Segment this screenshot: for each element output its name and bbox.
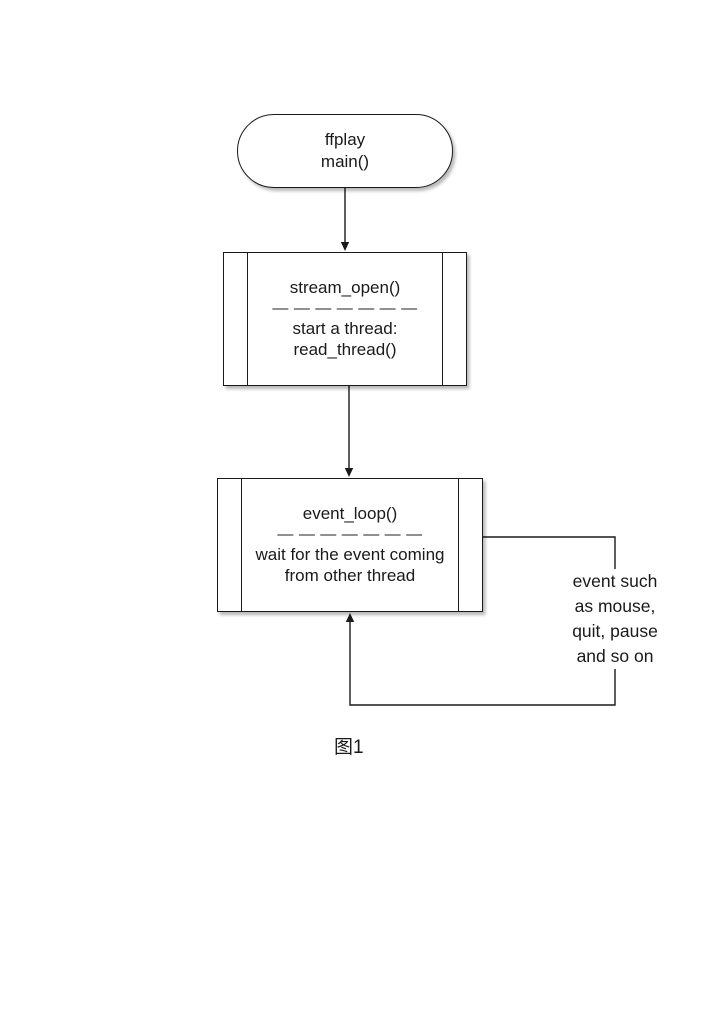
event-loop-body-line2: from other thread [284, 566, 416, 586]
arrowhead-loop-to-event-loop [345, 613, 355, 622]
loop-annotation-line1: event such [572, 571, 658, 591]
stream-open-node: stream_open() — — — — — — — start a thre… [223, 252, 467, 386]
predefined-process-bar-right [442, 253, 443, 385]
loop-annotation-line4: and so on [576, 646, 654, 666]
start-node-line2: main() [320, 152, 370, 171]
arrowhead-start-to-stream-open [340, 242, 350, 251]
start-node: ffplay main() [237, 114, 453, 188]
loop-connector [349, 536, 616, 706]
loop-annotation-line3: quit, pause [572, 621, 658, 641]
stream-open-title: stream_open() [289, 278, 401, 298]
predefined-process-bar-left [241, 479, 242, 611]
event-loop-node: event_loop() — — — — — — — wait for the … [217, 478, 483, 612]
predefined-process-bar-right [458, 479, 459, 611]
arrowhead-stream-open-to-event-loop [344, 468, 354, 477]
start-node-line1: ffplay [324, 130, 366, 149]
event-loop-title: event_loop() [302, 504, 398, 524]
dashed-divider: — — — — — — — [277, 525, 423, 543]
stream-open-body-line1: start a thread: [292, 318, 398, 338]
loop-annotation-line2: as mouse, [574, 596, 656, 616]
dashed-divider: — — — — — — — [272, 299, 418, 317]
predefined-process-bar-left [247, 253, 248, 385]
figure-caption: 图1 [334, 737, 364, 758]
stream-open-body-line2: read_thread() [293, 340, 397, 360]
event-loop-body-line1: wait for the event coming [255, 544, 445, 564]
loop-annotation: event such as mouse, quit, pause and so … [556, 569, 674, 669]
